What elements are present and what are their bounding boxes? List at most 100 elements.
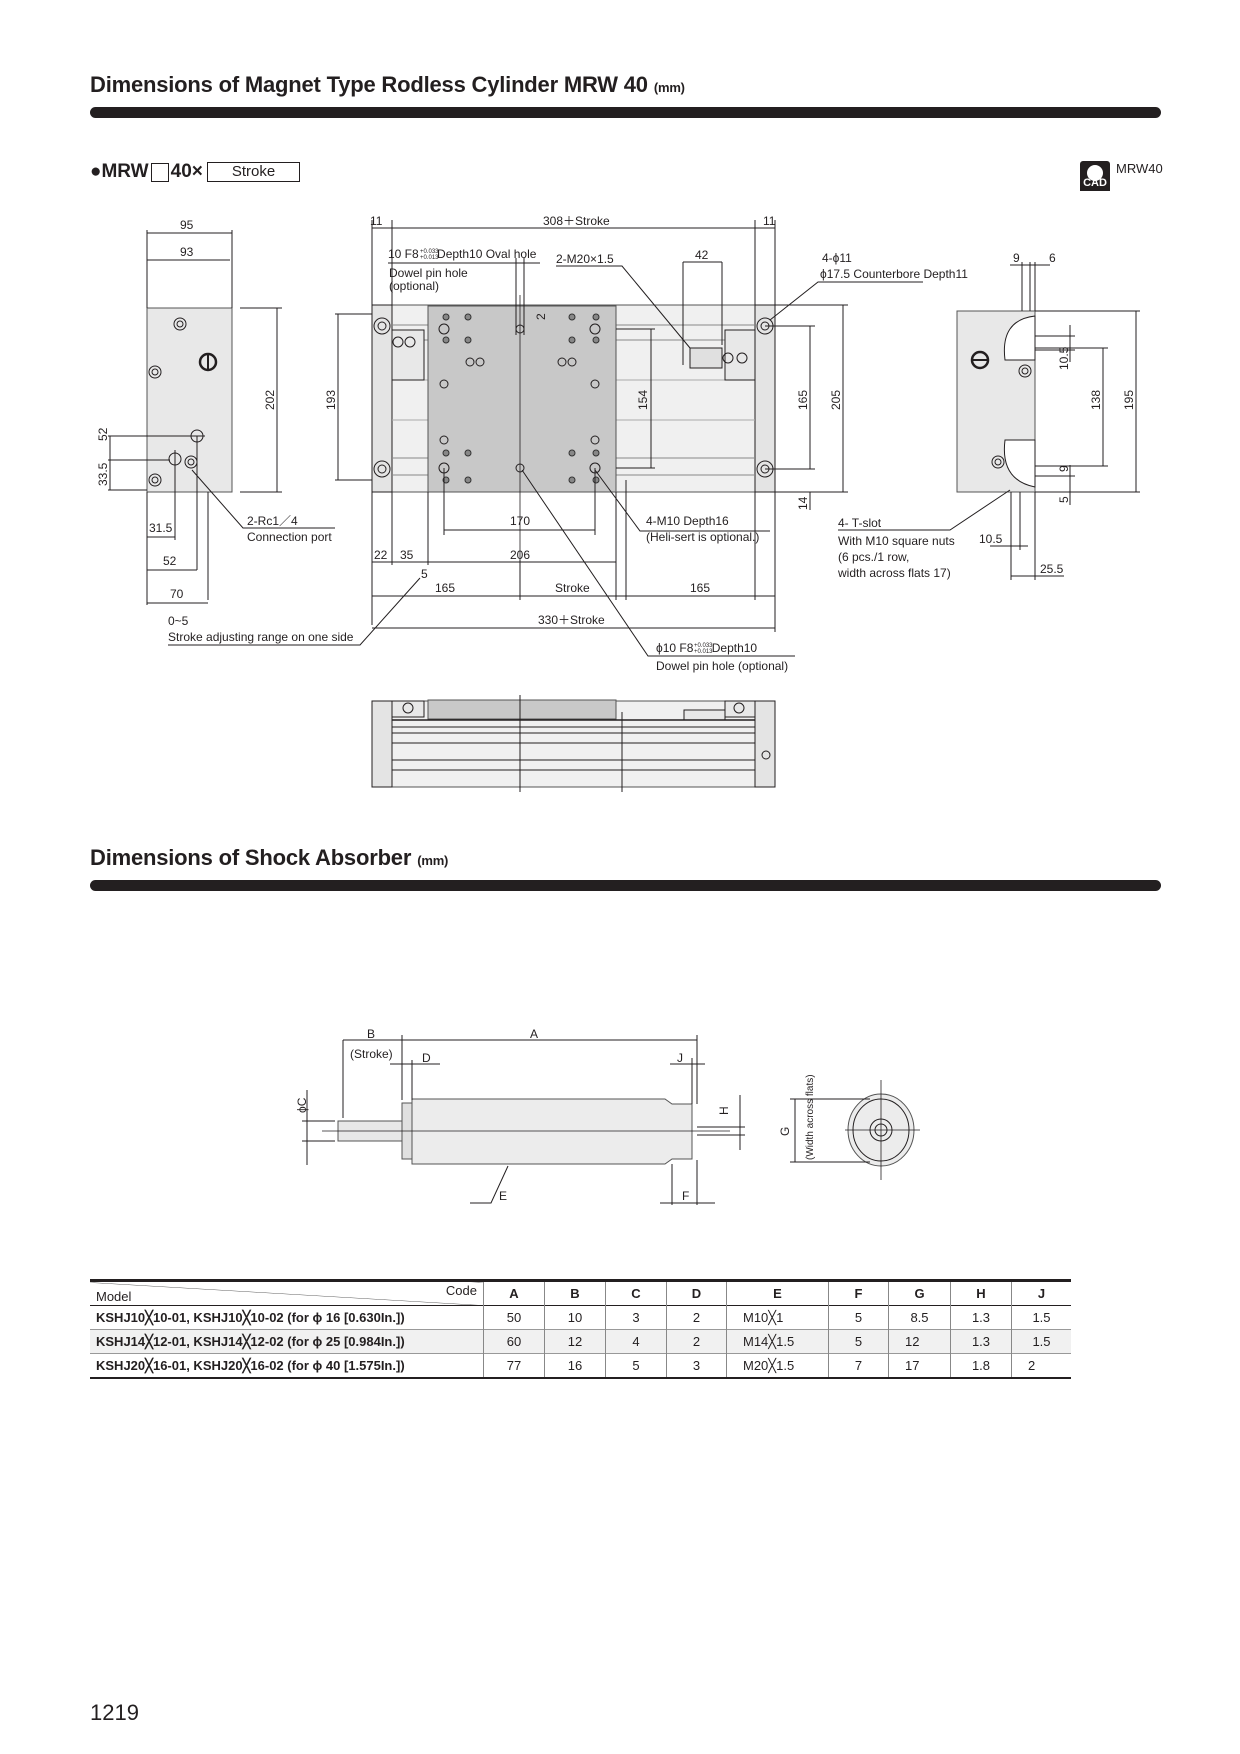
unit-label: (mm)	[417, 853, 449, 868]
value-cell-f: 5	[828, 1305, 889, 1330]
model-size: 40×	[170, 161, 203, 182]
dim-42: 42	[695, 248, 709, 262]
dim-6: 6	[1049, 251, 1056, 265]
dim-138: 138	[1089, 390, 1103, 410]
col-f: F	[828, 1280, 889, 1306]
label-f: F	[682, 1189, 689, 1203]
dowel-tolerance-lower: +0.013	[694, 649, 713, 655]
col-a: A	[483, 1280, 545, 1306]
dim-206: 206	[510, 548, 530, 562]
dim-154: 154	[636, 390, 650, 410]
dim-93: 93	[180, 245, 194, 259]
cad-icon[interactable]: CAD	[1080, 161, 1110, 191]
dim-165-right: 165	[690, 581, 710, 595]
dim-5: 5	[421, 567, 428, 581]
side-view	[371, 695, 776, 792]
dim-35: 35	[400, 548, 414, 562]
model-cell: KSHJ20╳16-01, KSHJ20╳16-02 (for ϕ 40 [1.…	[96, 1357, 405, 1373]
dim-193: 193	[324, 390, 338, 410]
model-header: Model	[96, 1289, 132, 1304]
oval-hole-tolerance-lower: +0.013	[420, 255, 439, 261]
dim-22: 22	[374, 548, 388, 562]
value-cell-f: 5	[828, 1329, 889, 1354]
tslot-label: 4- T-slot	[838, 516, 882, 530]
label-b: B	[367, 1027, 375, 1041]
dowel-label: ϕ10 F8 Depth10	[656, 641, 757, 655]
left-end-view: 95 93 202 52 33.5 31.5 52 70 2-Rc1／4 Con…	[96, 218, 421, 646]
value-cell-e: M20╳1.5	[726, 1353, 829, 1378]
value-cell-d: 2	[666, 1329, 727, 1354]
dim-2: 2	[534, 313, 548, 320]
dim-165-vertical: 165	[796, 390, 810, 410]
dim-33-5: 33.5	[96, 462, 110, 486]
port-m20-label: 2-M20×1.5	[556, 252, 614, 266]
port-desc: Connection port	[247, 530, 332, 544]
dim-11-right: 11	[763, 214, 776, 228]
title-text: Dimensions of Magnet Type Rodless Cylind…	[90, 72, 648, 97]
section-title-cylinder: Dimensions of Magnet Type Rodless Cylind…	[90, 72, 685, 98]
dim-95: 95	[180, 218, 194, 232]
value-cell-c: 4	[605, 1329, 667, 1354]
value-cell-d: 2	[666, 1305, 727, 1330]
dim-308-stroke: 308＋Stroke	[543, 214, 610, 228]
tslot-desc-2: (6 pcs./1 row,	[838, 550, 909, 564]
col-h: H	[950, 1280, 1012, 1306]
page-number: 1219	[90, 1700, 139, 1725]
model-cell: KSHJ10╳10-01, KSHJ10╳10-02 (for ϕ 16 [0.…	[96, 1309, 405, 1325]
dim-9: 9	[1057, 465, 1071, 472]
value-cell-g: 17	[888, 1353, 951, 1378]
dim-70: 70	[170, 587, 184, 601]
label-g: G	[778, 1127, 792, 1136]
oval-hole-label: 10 F8 Depth10 Oval hole	[388, 247, 537, 261]
table-row: KSHJ10╳10-01, KSHJ10╳10-02 (for ϕ 16 [0.…	[90, 1305, 1071, 1330]
tap-label: 4-M10 Depth16	[646, 514, 729, 528]
shock-absorber-drawing: B A (Stroke) D J ϕC H E F G (Width acros…	[295, 1027, 920, 1205]
tslot-desc-1: With M10 square nuts	[838, 534, 955, 548]
label-phi-c: ϕC	[295, 1097, 309, 1113]
option-box	[150, 162, 169, 182]
value-cell-c: 3	[605, 1305, 667, 1330]
value-cell-c: 5	[605, 1353, 667, 1378]
model-cell: KSHJ14╳12-01, KSHJ14╳12-02 (for ϕ 25 [0.…	[96, 1333, 405, 1349]
tslot-desc-3: width across flats 17)	[837, 566, 951, 580]
dowel-desc: Dowel pin hole (optional)	[656, 659, 788, 673]
table-row: KSHJ14╳12-01, KSHJ14╳12-02 (for ϕ 25 [0.…	[90, 1329, 1071, 1354]
value-cell-b: 10	[544, 1305, 606, 1330]
label-width-flats: (Width across flats)	[805, 1074, 816, 1160]
label-j: J	[677, 1051, 683, 1065]
value-cell-j: 1.5	[1011, 1305, 1071, 1330]
value-cell-e: M14╳1.5	[726, 1329, 829, 1354]
dim-52-vertical: 52	[96, 427, 110, 441]
adjust-range: 0~5	[168, 614, 189, 628]
dim-202: 202	[263, 390, 277, 410]
dim-205: 205	[829, 390, 843, 410]
value-cell-h: 1.3	[950, 1329, 1012, 1354]
value-cell-j: 1.5	[1011, 1329, 1071, 1354]
title-rule	[90, 107, 1161, 118]
dim-25-5: 25.5	[1040, 562, 1064, 576]
dim-5-right: 5	[1057, 496, 1071, 503]
stroke-box: Stroke	[206, 162, 301, 182]
value-cell-a: 77	[483, 1353, 545, 1378]
counterbore-label: ϕ17.5 Counterbore Depth11	[820, 267, 968, 281]
value-cell-g: 8.5	[888, 1305, 951, 1330]
value-cell-d: 3	[666, 1353, 727, 1378]
oval-hole-tolerance-upper: +0.033	[420, 249, 439, 255]
oval-hole-optional: (optional)	[389, 279, 439, 293]
value-cell-j: 2	[1011, 1353, 1071, 1378]
cad-label: MRW40	[1116, 161, 1163, 176]
top-view: 11 308＋Stroke 11 10 F8 Depth10 Oval hole…	[324, 214, 968, 673]
dim-11-left: 11	[370, 214, 383, 228]
value-cell-g: 12	[888, 1329, 951, 1354]
value-cell-b: 12	[544, 1329, 606, 1354]
col-e: E	[726, 1280, 829, 1306]
dim-330-stroke: 330＋Stroke	[538, 613, 605, 627]
adjust-desc: Stroke adjusting range on one side	[168, 630, 354, 644]
tap-desc: (Heli-sert is optional.)	[646, 530, 759, 544]
dim-31-5: 31.5	[149, 521, 173, 535]
cad-icon-text: CAD	[1083, 177, 1107, 189]
dim-14: 14	[796, 496, 810, 510]
